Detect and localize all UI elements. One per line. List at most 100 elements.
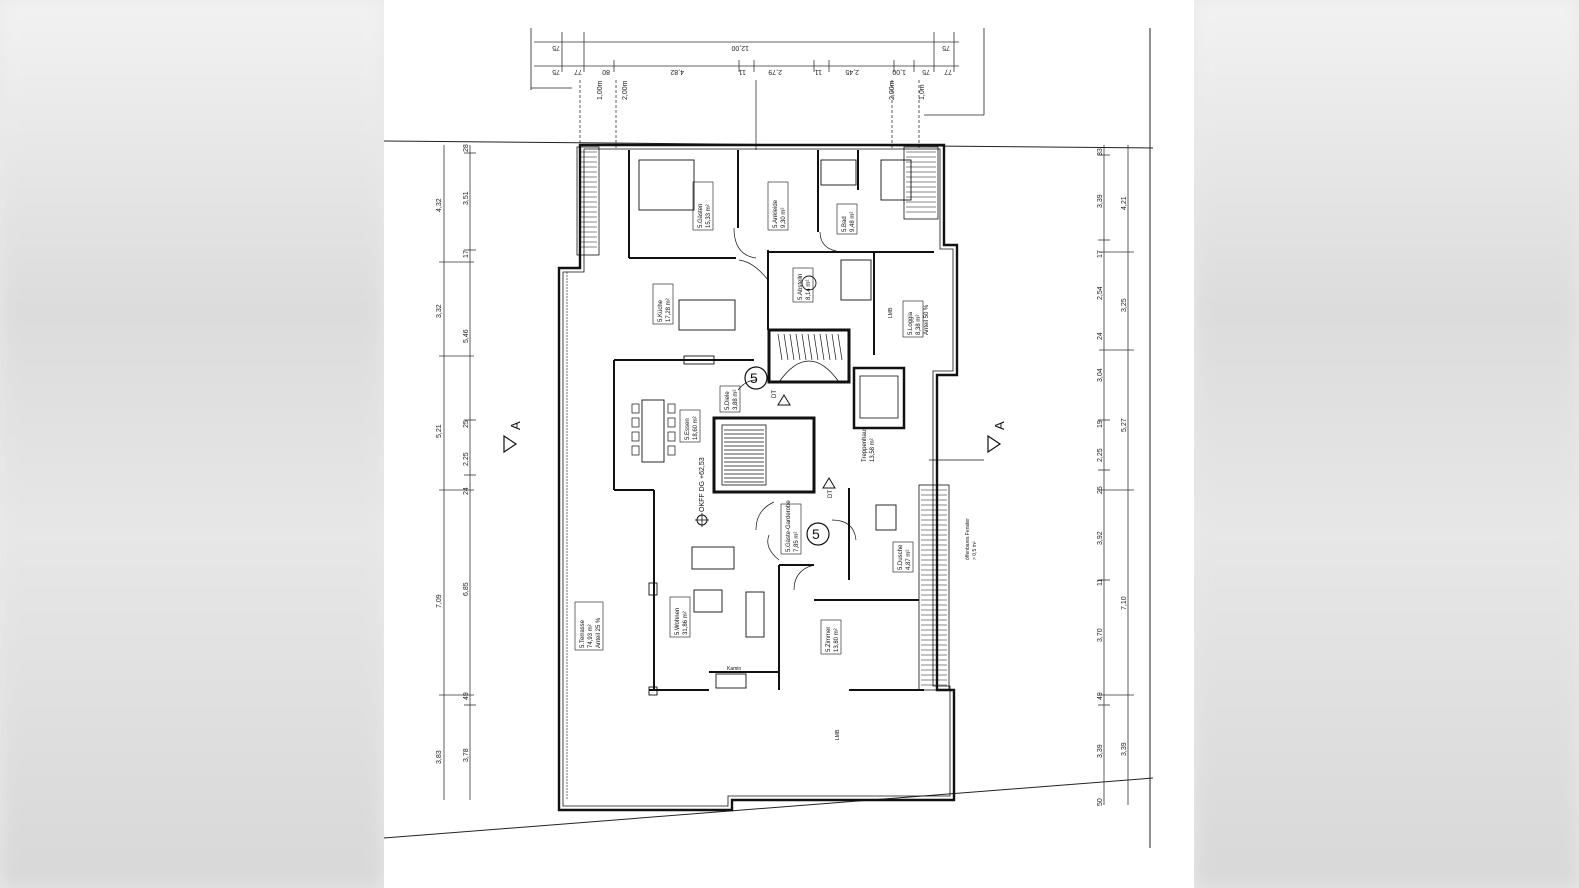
right-outer-5: 3,39 [1121, 742, 1128, 756]
dining-chair [667, 403, 676, 414]
svg-text:9,48 m²: 9,48 m² [850, 212, 856, 232]
left-inner-3: 17 [463, 250, 470, 258]
room-label-bad: 5.Bad 9,48 m² [836, 203, 858, 235]
floor-plan-drawing: 75 12,00 75 75 77 80 4,82 11 2,79 11 2,4… [383, 28, 1154, 848]
svg-text:74,93 m²: 74,93 m² [588, 624, 594, 648]
vanity [820, 159, 857, 186]
stair-tread [807, 333, 813, 361]
dining-chair [631, 431, 640, 442]
svg-text:8,38 m²: 8,38 m² [916, 315, 922, 335]
top-dim-row2-7: 11 [815, 68, 822, 75]
svg-text:5.Gästen: 5.Gästen [698, 204, 704, 228]
room-label-kueche: 5.Küche 17,28 m² [652, 283, 674, 325]
dt-marker-upper: DT [772, 390, 791, 406]
left-inner-4: 5,46 [463, 329, 470, 343]
right-dimension-lines [1098, 145, 1134, 805]
svg-text:OKFF DG +62,53: OKFF DG +62,53 [699, 457, 706, 512]
svg-text:8,14 m²: 8,14 m² [806, 280, 812, 300]
right-outer-3: 5,27 [1121, 418, 1128, 432]
top-dim-row2-8: 2,45 [845, 68, 859, 75]
unit-marker-upper: 5 [744, 366, 768, 390]
stair-tread [813, 333, 819, 361]
wardrobe [840, 259, 872, 301]
svg-text:7,85 m²: 7,85 m² [794, 532, 800, 552]
room-label-terrasse: 5.Terrasse 74,93 m² Anteil 25 % [574, 601, 604, 651]
sofa-side [745, 591, 765, 638]
right-inner-10: 3,92 [1097, 531, 1104, 545]
svg-text:5.Essen: 5.Essen [685, 418, 691, 440]
top-dim-row2-6: 2,79 [768, 68, 782, 75]
left-outer-1: 4,32 [436, 198, 443, 212]
top-dimension-lines [534, 32, 959, 150]
toilet-fixture [801, 275, 817, 291]
label-kamin: Kamin [727, 666, 741, 672]
svg-text:5.Ankleide: 5.Ankleide [773, 199, 779, 228]
svg-text:5.Zimmer: 5.Zimmer [826, 627, 832, 652]
label-window-note: öffenbares Fenster [965, 518, 971, 560]
left-outer-5: 3,83 [436, 750, 443, 764]
dining-chair [667, 417, 676, 428]
svg-text:Anteil 25 %: Anteil 25 % [596, 617, 602, 648]
stair-tread [837, 333, 843, 361]
top-dim-row2-4: 4,82 [670, 68, 684, 75]
stair-core [712, 328, 906, 494]
svg-text:5.Terrasse: 5.Terrasse [580, 619, 586, 648]
svg-text:DT: DT [772, 390, 778, 398]
setback-right-inner: 2,00m [889, 80, 896, 100]
left-inner-5: 25 [463, 420, 470, 428]
left-outer-2: 3,32 [436, 304, 443, 318]
right-outer-2: 3,25 [1121, 298, 1128, 312]
room-label-ankleide: 5.Ankleide 9,30 m² [767, 181, 789, 231]
room-label-diele: 5.Diele 3,88 m² [719, 385, 741, 413]
svg-text:Anteil 50 %: Anteil 50 % [924, 304, 930, 335]
stair-tread [789, 333, 795, 361]
dining-chair [631, 417, 640, 428]
top-dim-row2-2: 77 [574, 68, 582, 75]
svg-text:5.Gäste-Garderobe: 5.Gäste-Garderobe [786, 500, 792, 552]
blurred-left-margin [0, 0, 384, 888]
exterior-walls [557, 143, 959, 812]
blurred-right-margin [1194, 0, 1579, 888]
shower-tray [875, 504, 897, 531]
dining-chair [631, 445, 640, 456]
room-labels: 5.Gästen 15,33 m² 5.Ankleide 9,30 m² 5.B… [574, 181, 930, 655]
svg-text:5: 5 [750, 370, 758, 386]
svg-text:5.Küche: 5.Küche [658, 299, 664, 322]
stair-tread [777, 333, 783, 361]
bathtub [880, 159, 912, 201]
svg-text:4,87 m²: 4,87 m² [906, 550, 912, 570]
right-inner-14: 3,39 [1097, 744, 1104, 758]
top-dim-row2-11: 77 [944, 68, 952, 75]
property-lines [383, 28, 1154, 848]
svg-text:5.Wohnen: 5.Wohnen [675, 608, 681, 635]
top-dim-row2-9: 1,00 [892, 68, 906, 75]
right-inner-7: 19 [1097, 420, 1104, 428]
svg-text:Treppenhaus: Treppenhaus [862, 427, 868, 462]
room-label-gaeste-garderobe: 5.Gäste-Garderobe 7,85 m² [780, 500, 802, 555]
room-label-zimmer: 5.Zimmer 13,80 m² [820, 619, 842, 655]
setback-left-outer: 1,00m [597, 80, 604, 100]
room-label-essen: 5.Essen 18,60 m² [679, 409, 701, 443]
right-inner-5: 24 [1097, 332, 1104, 340]
svg-text:5.Bad: 5.Bad [842, 216, 848, 232]
left-inner-1: 28 [463, 144, 470, 152]
top-dim-row2-10: 75 [922, 68, 930, 75]
svg-text:13,80 m²: 13,80 m² [834, 628, 840, 652]
dt-marker-lower: DT [822, 477, 836, 498]
stair-tread [783, 333, 789, 361]
right-inner-6: 3,04 [1097, 368, 1104, 382]
kitchen-counter [683, 355, 715, 365]
left-inner-10: 3,78 [463, 748, 470, 762]
coffee-table [693, 589, 723, 613]
svg-text:31,86 m²: 31,86 m² [683, 611, 689, 635]
svg-text:DT: DT [828, 490, 834, 498]
column-marker-2 [648, 686, 658, 696]
fireplace [715, 673, 747, 689]
setback-right-outer: 1,0m [919, 84, 926, 100]
room-label-gaesten: 5.Gästen 15,33 m² [692, 181, 714, 231]
room-label-wohnen: 5.Wohnen 31,86 m² [669, 596, 691, 638]
right-inner-1: 33 [1097, 148, 1104, 156]
top-dimension-labels: 75 12,00 75 75 77 80 4,82 11 2,79 11 2,4… [552, 44, 952, 100]
svg-text:5.Abstelln: 5.Abstelln [798, 274, 804, 300]
dining-table [641, 399, 665, 463]
